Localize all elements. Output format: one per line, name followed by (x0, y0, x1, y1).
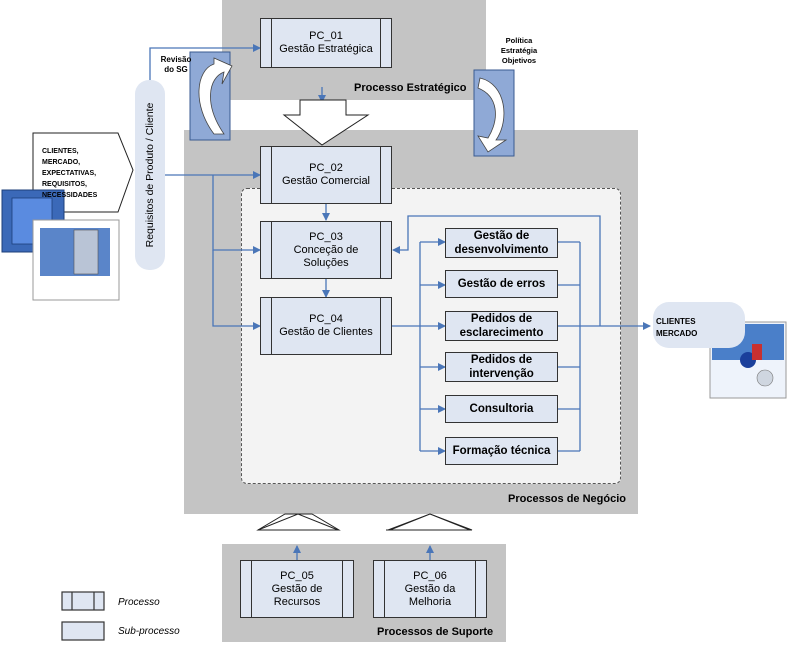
subprocess-gestao-erros[interactable]: Gestão de erros (445, 270, 558, 298)
politica-label: Política Estratégia Objetivos (500, 36, 538, 65)
legend-subprocess-symbol (61, 621, 105, 641)
strategic-region-label: Processo Estratégico (354, 82, 467, 94)
process-pc03[interactable]: PC_03 Conceção de Soluções (260, 221, 392, 279)
output-clients-label: CLIENTES MERCADO (656, 317, 698, 338)
business-region-label: Processos de Negócio (508, 493, 626, 505)
subprocess-pedidos-esclarecimento[interactable]: Pedidos de esclarecimento (445, 311, 558, 341)
process-pc06[interactable]: PC_06 Gestão da Melhoria (373, 560, 487, 618)
legend-process-label: Processo (118, 597, 160, 608)
process-pc04[interactable]: PC_04 Gestão de Clientes (260, 297, 392, 355)
subprocess-gestao-desenvolvimento[interactable]: Gestão de desenvolvimento (445, 228, 558, 258)
output-clients-pill (653, 302, 745, 348)
strategic-down-arrow (282, 99, 370, 146)
process-pc02[interactable]: PC_02 Gestão Comercial (260, 146, 392, 204)
support-up-arrow-1 (257, 513, 339, 531)
legend-process-symbol (61, 591, 105, 611)
subprocess-consultoria[interactable]: Consultoria (445, 395, 558, 423)
process-pc01[interactable]: PC_01 Gestão Estratégica (260, 18, 392, 68)
subprocess-pedidos-intervencao[interactable]: Pedidos de intervenção (445, 352, 558, 382)
requisitos-pill (135, 80, 165, 270)
legend-subprocess-label: Sub-processo (118, 626, 180, 637)
process-pc05[interactable]: PC_05 Gestão de Recursos (240, 560, 354, 618)
revisao-label: Revisão do SG (160, 55, 192, 74)
subprocess-formacao-tecnica[interactable]: Formação técnica (445, 437, 558, 465)
input-text: CLIENTES, MERCADO, EXPECTATIVAS, REQUISI… (42, 148, 98, 199)
support-up-arrow-2 (389, 513, 471, 531)
support-region-label: Processos de Suporte (377, 626, 494, 638)
